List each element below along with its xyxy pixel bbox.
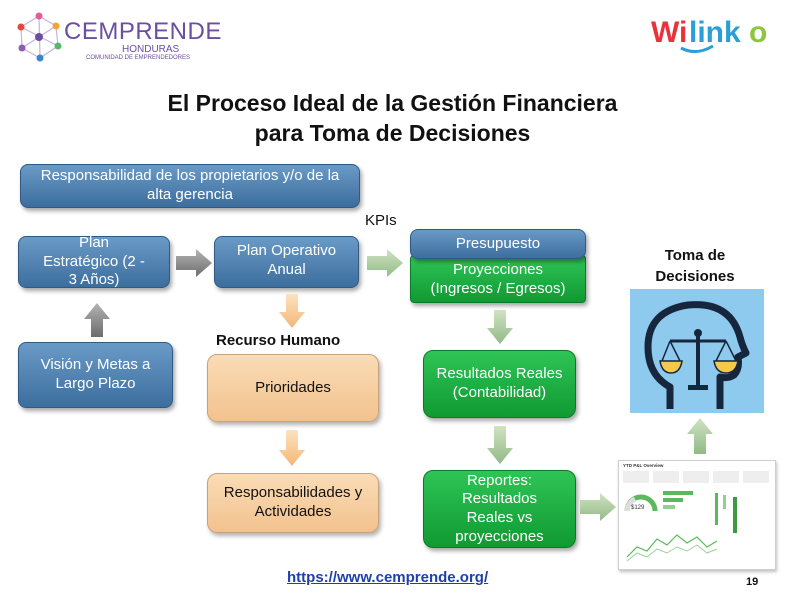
resultados-reales-box: Resultados Reales (Contabilidad) xyxy=(423,350,576,418)
resultados-reales-text: Resultados Reales (Contabilidad) xyxy=(436,365,563,401)
responsabilidades-box: Responsabilidades y Actividades xyxy=(207,473,379,533)
reportes-box: Reportes: Resultados Reales vs proyeccio… xyxy=(423,470,576,548)
cemprende-sub: HONDURAS xyxy=(122,44,180,55)
arrow-down-tan-2-icon xyxy=(279,430,305,466)
arrow-down-green-2-icon xyxy=(487,426,513,464)
kpis-label: KPIs xyxy=(365,212,397,229)
footer-url-link[interactable]: https://www.cemprende.org/ xyxy=(287,569,489,586)
toma-decisiones-label-2: Decisiones xyxy=(655,268,735,285)
wilinko-logo: Wi link o xyxy=(651,12,776,57)
arrow-right-green-icon xyxy=(367,249,403,277)
plan-operativo-text: Plan Operativo Anual xyxy=(236,242,337,278)
plan-estrategico-text: Plan Estratégico (2 - 3 Años) xyxy=(43,233,145,289)
vision-box: Visión y Metas a Largo Plazo xyxy=(18,342,173,408)
arrow-right-gray-icon xyxy=(176,249,212,277)
cemprende-tagline: COMUNIDAD DE EMPRENDEDORES xyxy=(86,55,191,61)
page-title-line1: El Proceso Ideal de la Gestión Financier… xyxy=(167,90,618,116)
vision-text: Visión y Metas a Largo Plazo xyxy=(40,356,151,392)
plan-operativo-box: Plan Operativo Anual xyxy=(214,236,359,288)
presupuesto-box: Presupuesto xyxy=(410,229,586,259)
dashboard-kpi-strip xyxy=(623,471,771,483)
prioridades-box: Prioridades xyxy=(207,354,379,422)
responsabilidad-text: Responsabilidad de los propietarios y/o … xyxy=(40,167,340,203)
svg-text:o: o xyxy=(749,16,767,49)
toma-decisiones-label-1: Toma de xyxy=(664,247,726,264)
network-icon xyxy=(17,12,62,62)
svg-text:link: link xyxy=(689,16,741,49)
responsabilidades-text: Responsabilidades y Actividades xyxy=(223,484,363,520)
proyecciones-text: Proyecciones (Ingresos / Egresos) xyxy=(430,261,566,297)
proyecciones-box: Proyecciones (Ingresos / Egresos) xyxy=(410,255,586,303)
arrow-up-green-icon xyxy=(687,418,713,454)
head-scales-icon xyxy=(630,289,764,413)
svg-text:Wi: Wi xyxy=(651,16,687,49)
prioridades-text: Prioridades xyxy=(255,378,331,396)
recurso-humano-label: Recurso Humano xyxy=(216,332,341,349)
dashboard-title: YTD P&L Overview xyxy=(623,463,664,468)
page-number: 19 xyxy=(746,576,759,588)
reportes-text: Reportes: Resultados Reales vs proyeccio… xyxy=(455,471,544,545)
dashboard-thumbnail: YTD P&L Overview $129 xyxy=(618,460,776,570)
presupuesto-text: Presupuesto xyxy=(455,234,541,252)
page-title-line2: para Toma de Decisiones xyxy=(254,120,531,146)
arrow-down-green-1-icon xyxy=(487,310,513,344)
responsabilidad-box: Responsabilidad de los propietarios y/o … xyxy=(20,164,360,208)
arrow-right-green-2-icon xyxy=(580,493,616,521)
arrow-up-gray-icon xyxy=(84,303,110,337)
cemprende-logo: CEMPRENDE HONDURAS COMUNIDAD DE EMPRENDE… xyxy=(14,8,221,68)
dashboard-kpi-value: $129 xyxy=(631,505,645,511)
cemprende-name: CEMPRENDE xyxy=(64,18,222,45)
plan-estrategico-box: Plan Estratégico (2 - 3 Años) xyxy=(18,233,170,289)
arrow-down-tan-1-icon xyxy=(279,294,305,328)
